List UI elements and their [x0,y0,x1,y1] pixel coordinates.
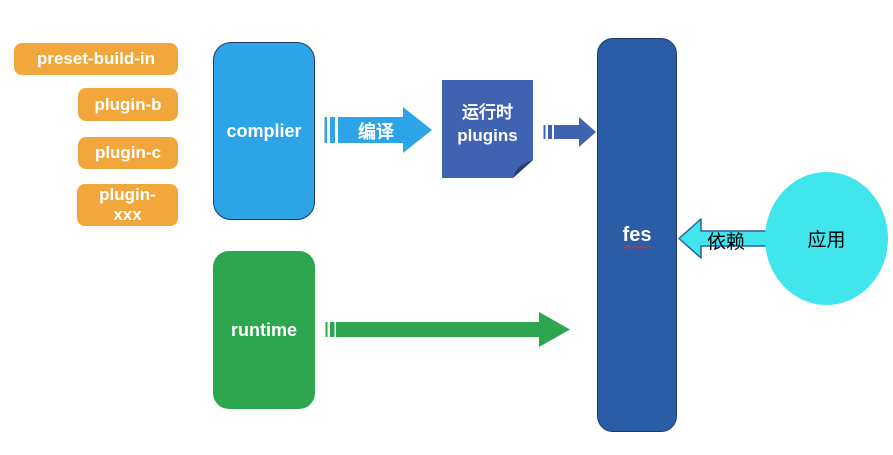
chip-label: preset-build-in [36,49,156,68]
node-app: 应用 [765,172,888,305]
node-runtime: runtime [213,251,315,409]
chip-label: plugin-c [94,143,162,162]
chip-preset-build-in: preset-build-in [14,43,178,75]
node-compiler-label: complier [226,120,302,141]
node-compiler: complier [213,42,315,220]
chip-plugin-b: plugin-b [78,88,178,121]
node-fes: fes [597,38,677,432]
runtime-plugins-note [442,80,533,178]
runtime-plugins-line1: 运行时 [462,103,513,122]
runtime-to-fes-arrow-icon [325,312,570,347]
chip-plugin-c: plugin-c [78,137,178,169]
depends-arrow-label: 依赖 [706,232,745,253]
compile-arrow-icon [324,107,432,153]
node-app-label: 应用 [807,230,846,251]
chip-plugin-xxx: plugin-xxx [77,184,178,226]
node-runtime-label: runtime [230,319,297,340]
compile-arrow-label: 编译 [358,122,394,142]
chip-label: plugin-b [94,94,162,114]
plugins-to-fes-arrow-icon [543,117,596,147]
runtime-plugins-label: 运行时 plugins [442,80,533,178]
node-fes-label: fes [622,223,652,246]
chip-label: plugin-xxx [99,185,156,224]
runtime-plugins-line2: plugins [457,126,518,145]
